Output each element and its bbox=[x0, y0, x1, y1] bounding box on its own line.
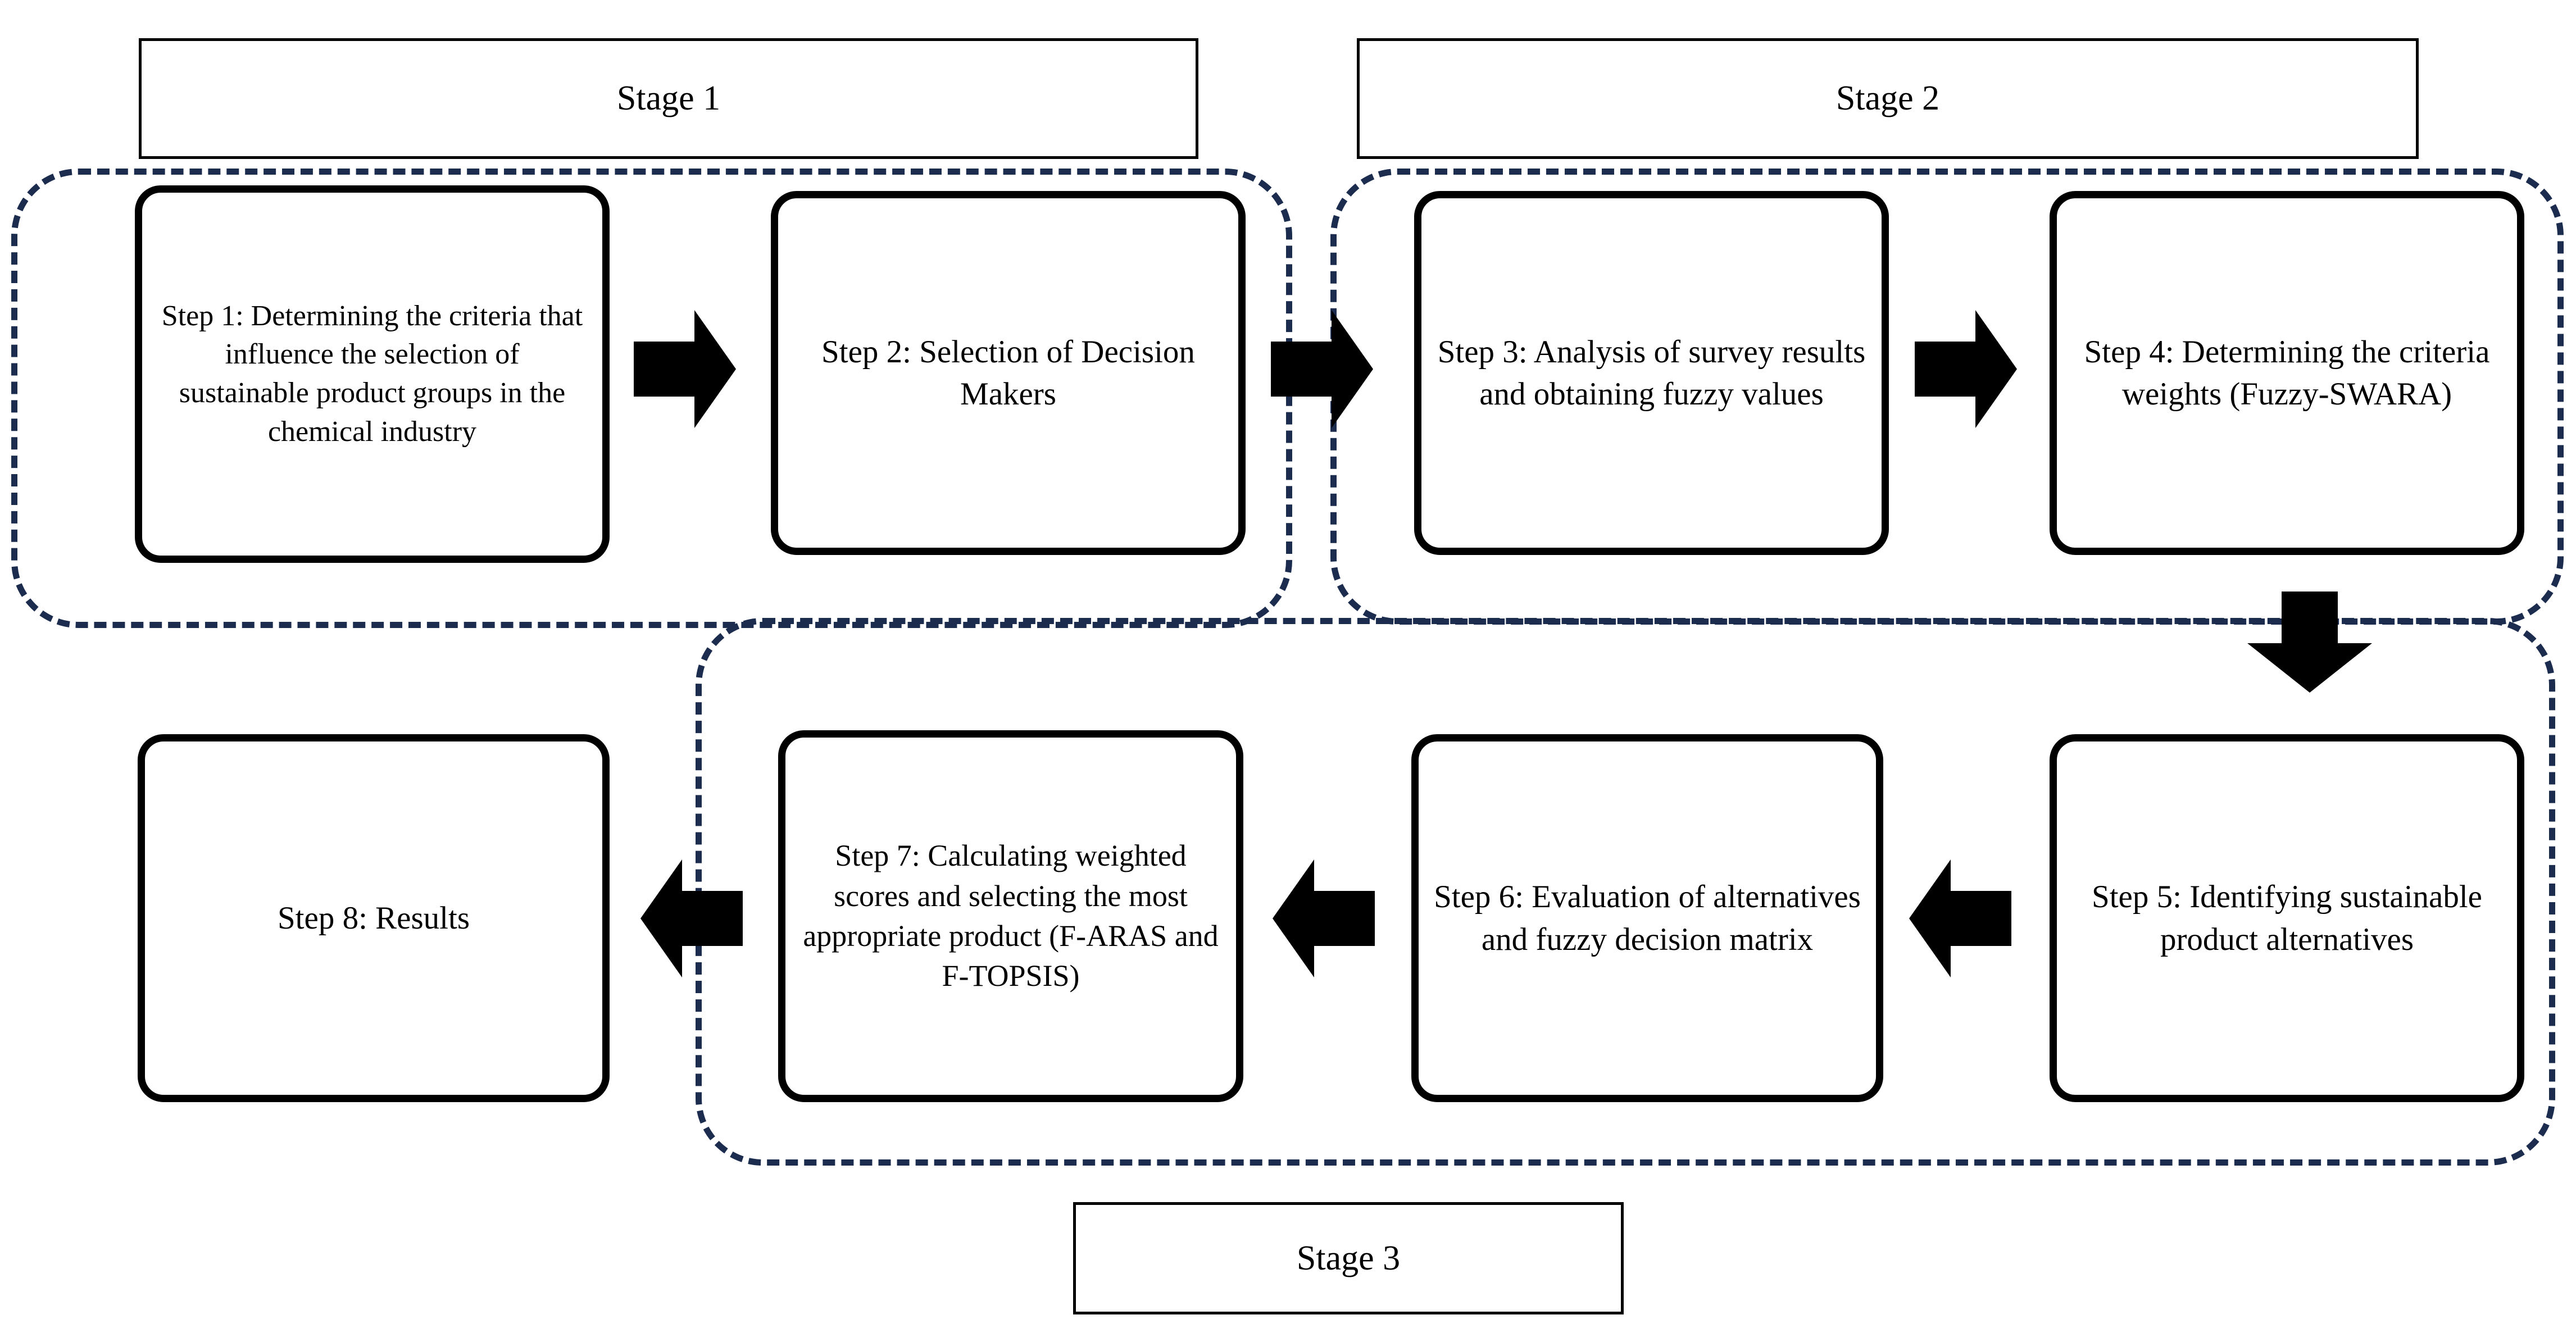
step-5-box[interactable]: Step 5: Identifying sustainable product … bbox=[2050, 734, 2524, 1102]
stage-3-label: Stage 3 bbox=[1296, 1239, 1401, 1277]
step-3-box[interactable]: Step 3: Analysis of survey results and o… bbox=[1414, 191, 1889, 555]
arrow-step6-step7-icon bbox=[1273, 859, 1375, 977]
step-4-label: Step 4: Determining the criteria weights… bbox=[2084, 334, 2490, 412]
arrow-step3-step4-icon bbox=[1915, 310, 2017, 428]
step-6-label: Step 6: Evaluation of alternatives and f… bbox=[1434, 879, 1861, 957]
arrow-step7-step8-icon bbox=[640, 859, 743, 977]
step-7-box[interactable]: Step 7: Calculating weighted scores and … bbox=[778, 730, 1243, 1102]
step-5-label: Step 5: Identifying sustainable product … bbox=[2092, 879, 2482, 957]
arrow-step5-step6-icon bbox=[1909, 859, 2011, 977]
stage-3-caption: Stage 3 bbox=[1073, 1202, 1624, 1314]
stage-1-group bbox=[11, 169, 1292, 628]
arrow-step1-step2-icon bbox=[634, 310, 736, 428]
arrow-step4-step5-icon bbox=[2247, 592, 2372, 693]
step-1-box[interactable]: Step 1: Determining the criteria that in… bbox=[135, 185, 610, 563]
stage-1-caption: Stage 1 bbox=[139, 38, 1198, 159]
step-1-label: Step 1: Determining the criteria that in… bbox=[161, 299, 583, 448]
step-3-label: Step 3: Analysis of survey results and o… bbox=[1437, 334, 1866, 412]
stage-2-caption: Stage 2 bbox=[1357, 38, 2419, 159]
step-4-box[interactable]: Step 4: Determining the criteria weights… bbox=[2050, 191, 2524, 555]
step-8-box[interactable]: Step 8: Results bbox=[138, 734, 610, 1102]
step-2-box[interactable]: Step 2: Selection of Decision Makers bbox=[771, 191, 1246, 555]
arrow-step2-step3-icon bbox=[1271, 310, 1373, 428]
step-2-label: Step 2: Selection of Decision Makers bbox=[821, 334, 1195, 412]
step-7-label: Step 7: Calculating weighted scores and … bbox=[803, 839, 1219, 993]
step-8-label: Step 8: Results bbox=[277, 900, 470, 936]
stage-2-label: Stage 2 bbox=[1836, 79, 1940, 118]
stage-1-label: Stage 1 bbox=[616, 79, 721, 118]
step-6-box[interactable]: Step 6: Evaluation of alternatives and f… bbox=[1411, 734, 1883, 1102]
